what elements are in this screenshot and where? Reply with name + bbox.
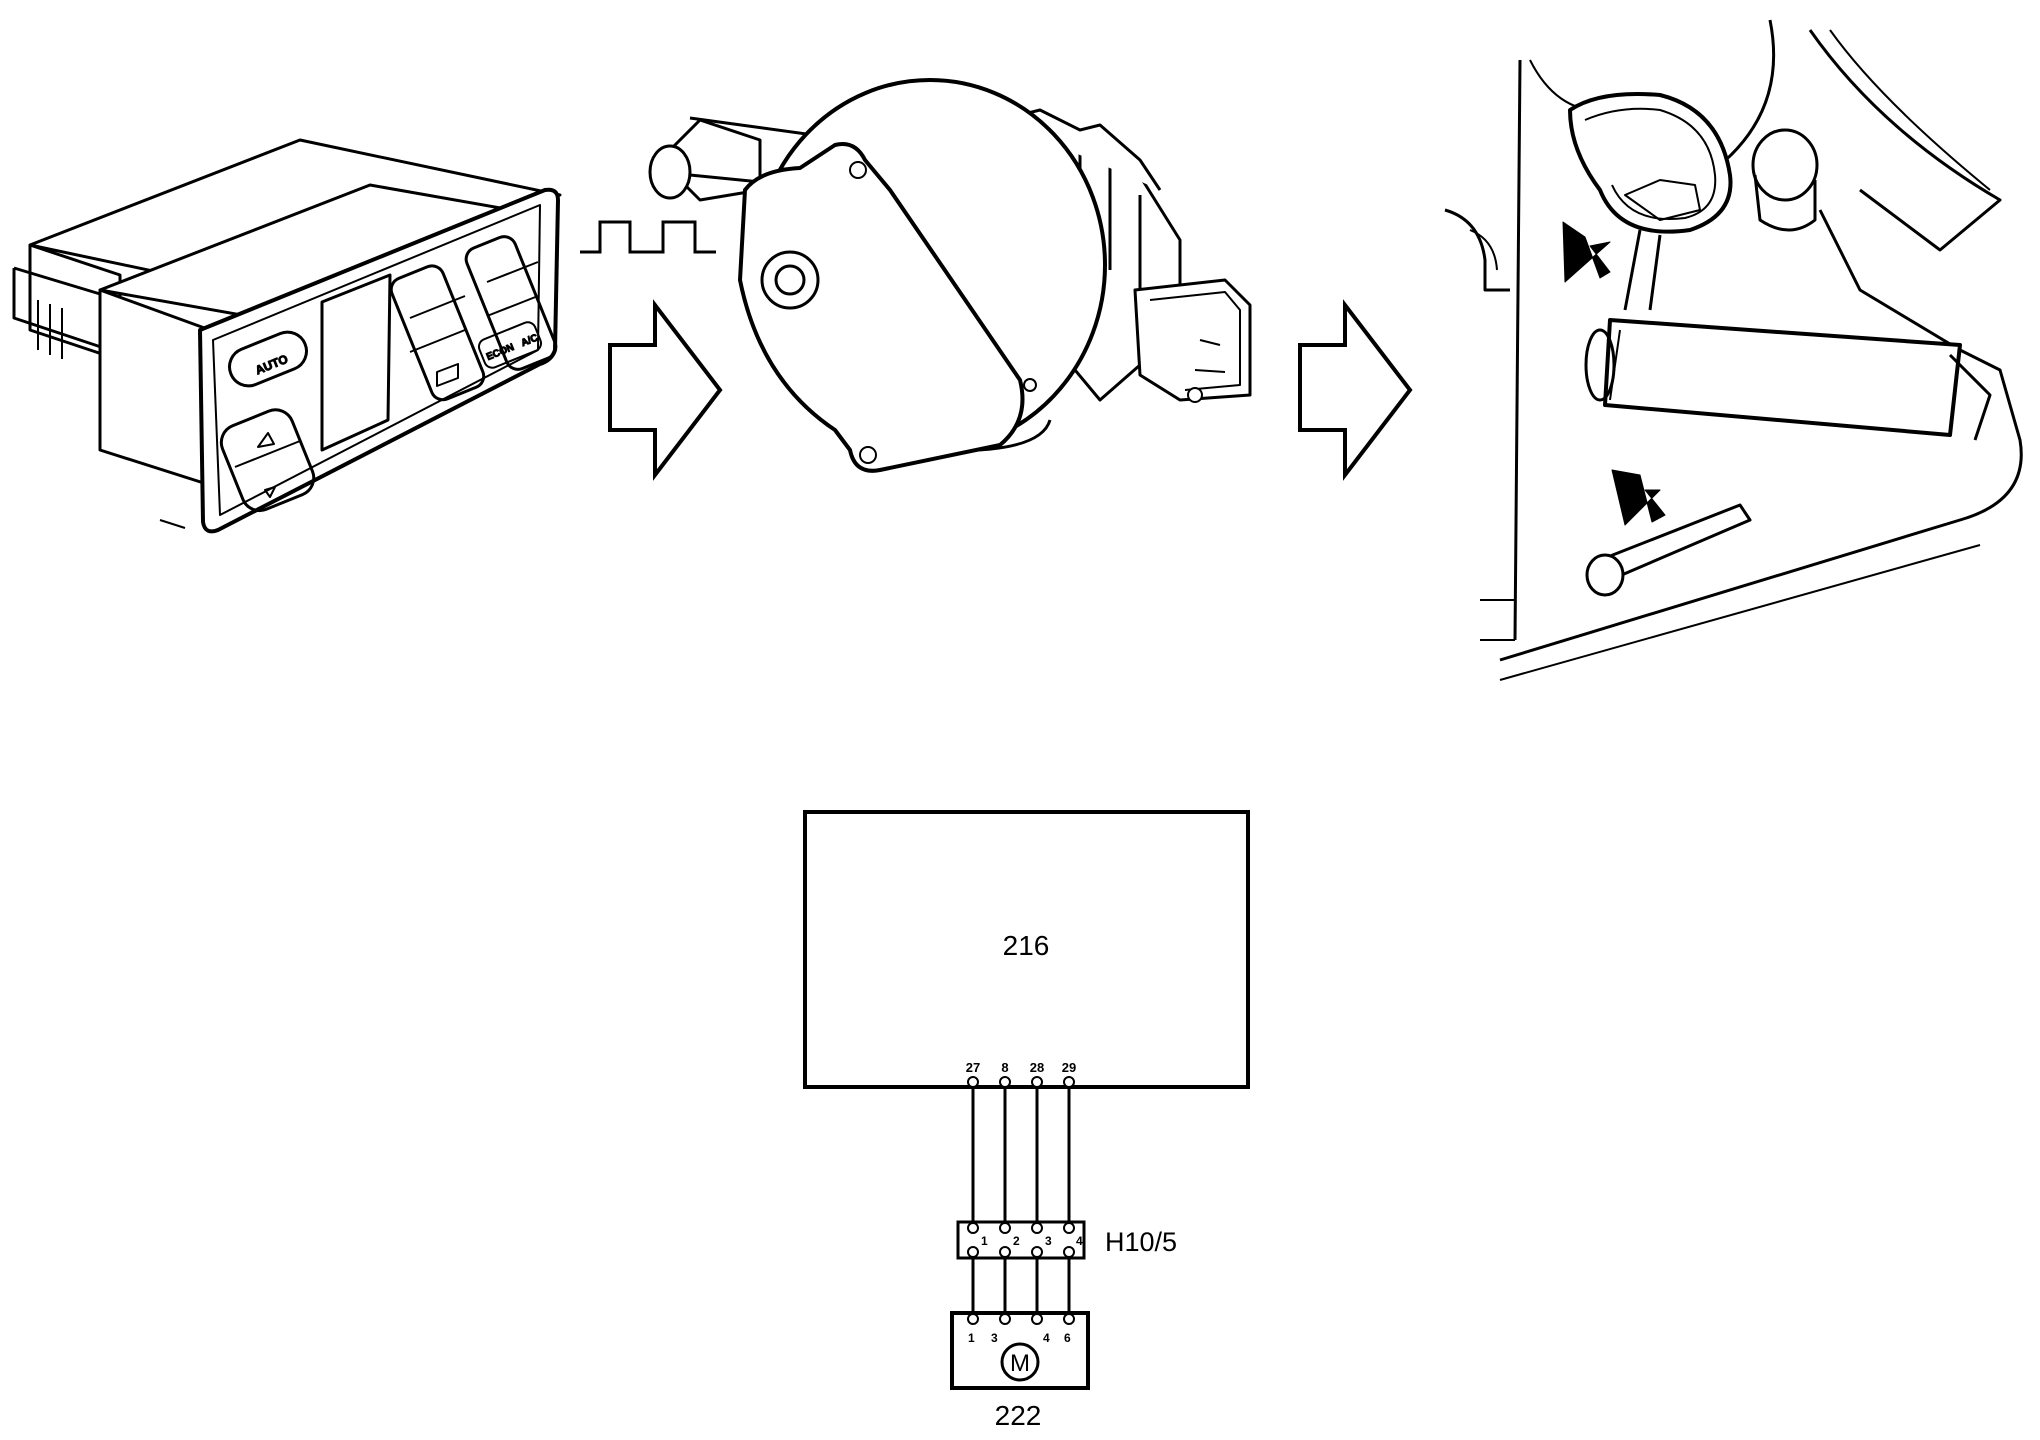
- wiring-schematic: [803, 810, 1250, 1390]
- ecu-pin-label: 28: [1030, 1060, 1044, 1075]
- motor-pin-label: 4: [1043, 1331, 1050, 1345]
- connector-pin-label: 3: [1045, 1234, 1052, 1248]
- stepper-motor-illustration: [648, 78, 1252, 473]
- connector-pin-label: 4: [1076, 1234, 1083, 1248]
- connector-label: H10/5: [1105, 1227, 1177, 1257]
- ecu-pin-terminal: [999, 1076, 1011, 1088]
- ecu-pin-label: 27: [966, 1060, 980, 1075]
- pulse-signal-waveform: [580, 220, 716, 254]
- motor-pin-label: 3: [991, 1331, 998, 1345]
- motor-symbol-icon: [1000, 1342, 1040, 1382]
- ecu-pin-terminal: [1063, 1076, 1075, 1088]
- ecu-pin-label: 8: [1001, 1060, 1008, 1075]
- ecu-pin-label: 29: [1062, 1060, 1076, 1075]
- ecu-label: 216: [1003, 930, 1050, 961]
- ecu-pin-terminal: [967, 1076, 979, 1088]
- motor-pin-label: 1: [968, 1331, 975, 1345]
- ecu-pin-terminal: [1031, 1076, 1043, 1088]
- ecu-box: [803, 810, 1250, 1089]
- motor-label: 222: [995, 1400, 1042, 1431]
- climate-control-panel-illustration: AUTO ECON A/C: [12, 138, 562, 534]
- connector-pin-label: 2: [1013, 1234, 1020, 1248]
- flow-arrow-icon: [1298, 299, 1413, 481]
- flow-arrow-icon: [608, 299, 723, 481]
- motor-symbol-label: M: [1010, 1350, 1030, 1377]
- connector-pin-label: 1: [981, 1234, 988, 1248]
- air-flap-illustration: [1444, 19, 2023, 681]
- motor-pin-label: 6: [1064, 1331, 1071, 1345]
